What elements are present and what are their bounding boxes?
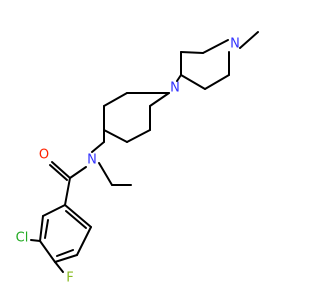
bond-27 (76, 226, 92, 256)
bond-3 (204, 74, 230, 90)
structure-canvas: N N N O Cl F (16, 31, 259, 286)
bond-26 (54, 254, 78, 263)
bond-29 (44, 219, 49, 239)
bond-1 (239, 31, 259, 49)
bond-4 (180, 74, 206, 90)
bond-22 (64, 177, 71, 206)
bond-20 (51, 161, 71, 179)
bond-33 (54, 261, 64, 273)
atom-label-fluorine: F (66, 271, 73, 286)
atom-label-n-piperidine-lower: N (170, 81, 180, 96)
bond-19 (69, 166, 87, 179)
atom-label-oxygen: O (39, 148, 49, 163)
atom-label-n-piperidine-upper: N (230, 37, 240, 52)
bond-13 (103, 92, 128, 107)
bond-24 (39, 215, 44, 242)
bond-32 (30, 239, 41, 242)
bond-16 (91, 141, 105, 153)
bond-11 (103, 129, 128, 143)
bond-31 (65, 210, 87, 229)
bond-layer (30, 31, 259, 273)
bond-30 (56, 249, 74, 257)
bond-28 (64, 204, 92, 228)
molecule-diagram: N N N O Cl F (16, 31, 259, 286)
bond-21 (49, 164, 68, 181)
bond-25 (39, 240, 56, 263)
bond-8 (149, 92, 170, 107)
atom-label-chlorine: Cl (16, 231, 29, 246)
bond-17 (98, 162, 113, 186)
bond-0 (202, 39, 229, 54)
atom-label-layer: N N N O Cl F (16, 37, 240, 286)
bond-6 (180, 51, 204, 54)
atom-label-n-amide: N (87, 153, 97, 168)
bond-7 (176, 74, 182, 82)
bond-23 (42, 204, 66, 217)
bond-10 (126, 129, 151, 143)
